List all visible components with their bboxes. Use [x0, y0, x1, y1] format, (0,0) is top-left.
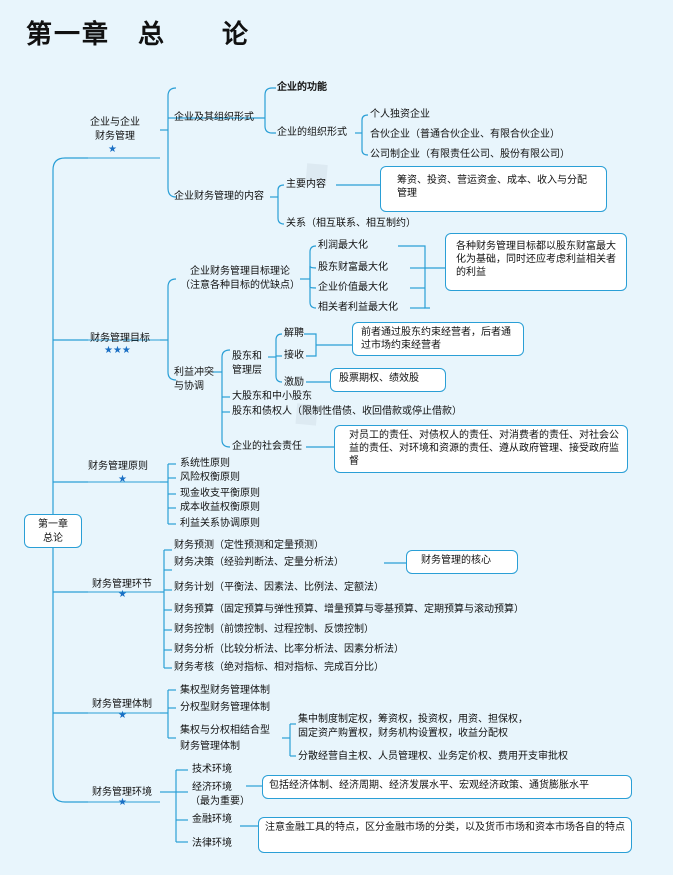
- step-item: 财务决策（经验判断法、定量分析法）: [174, 557, 344, 568]
- org-type-item: 合伙企业（普通合伙企业、有限合伙企业）: [370, 129, 560, 140]
- node-organization-type: 企业的组织形式: [277, 127, 347, 138]
- root-line-1: 第一章: [38, 519, 68, 530]
- method-item: 接收: [284, 350, 304, 361]
- method-item: 解聘: [284, 328, 304, 339]
- social-note: 对员工的责任、对债权人的责任、对消费者的责任、对社会公益的责任、对环境和资源的责…: [349, 430, 619, 467]
- system-sub-item: 固定资产购置权，财务机构设置权，收益分配权: [298, 728, 508, 739]
- step-item: 财务预算（固定预算与弹性预算、增量预算与零基预算、定期预算与滚动预算）: [174, 604, 524, 615]
- chapter-title: 第一章 总 论: [26, 20, 251, 50]
- node-creditors: 股东和债权人（限制性借债、收回借款或停止借款）: [232, 406, 462, 417]
- importance-stars: ★: [118, 589, 127, 600]
- environment-item: 金融环境: [192, 814, 232, 825]
- label-line: 利益冲突: [174, 367, 214, 378]
- node-financial-content: 企业财务管理的内容: [174, 191, 264, 202]
- method-item: 激励: [284, 377, 304, 388]
- step-item: 财务预测（定性预测和定量预测）: [174, 540, 324, 551]
- branch-steps-label: 财务管理环节: [92, 579, 152, 590]
- note-box: 筹资、投资、营运资金、成本、收入与分配管理: [380, 166, 607, 212]
- importance-stars: ★: [108, 144, 117, 155]
- principle-item: 风险权衡原则: [180, 472, 240, 483]
- node-main-content: 主要内容: [286, 179, 326, 190]
- environment-item: 法律环境: [192, 838, 232, 849]
- system-sub-item: 分散经营自主权、人员管理权、业务定价权、费用开支审批权: [298, 751, 568, 762]
- step-item: 财务分析（比较分析法、比率分析法、因素分析法）: [174, 644, 404, 655]
- conflict-note: 前者通过股东约束经营者，后者通过市场约束经营者: [361, 327, 511, 351]
- core-note: 财务管理的核心: [421, 555, 491, 566]
- environment-item: （最为重要）: [190, 796, 250, 807]
- importance-stars: ★: [118, 797, 127, 808]
- system-item: 分权型财务管理体制: [180, 702, 270, 713]
- org-type-item: 个人独资企业: [370, 109, 430, 120]
- importance-stars: ★★★: [104, 345, 131, 356]
- branch-environment-label: 财务管理环境: [92, 787, 152, 798]
- root-node: 第一章 总论: [24, 514, 82, 548]
- branch-principles-label: 财务管理原则: [88, 461, 148, 472]
- system-item: 财务管理体制: [180, 741, 240, 752]
- system-sub-item: 集中制度制定权，筹资权，投资权，用资、担保权，: [298, 714, 528, 725]
- principle-item: 现金收支平衡原则: [180, 488, 260, 499]
- main-content-note: 筹资、投资、营运资金、成本、收入与分配管理: [397, 175, 587, 199]
- objective-item: 企业价值最大化: [318, 282, 388, 293]
- branch-enterprise-label: 企业与企业 财务管理: [90, 116, 140, 144]
- system-item: 集权型财务管理体制: [180, 685, 270, 696]
- step-item: 财务控制（前馈控制、过程控制、反馈控制）: [174, 624, 374, 635]
- node-major-minor: 大股东和中小股东: [232, 391, 312, 402]
- label-line: 与协调: [174, 381, 204, 392]
- note-box: 注意金融工具的特点，区分金融市场的分类，以及货币市场和资本市场各自的特点: [258, 817, 632, 853]
- root-line-2: 总论: [43, 533, 63, 544]
- label-line: （注意各种目标的优缺点）: [180, 280, 300, 291]
- note-box: 包括经济体制、经济周期、经济发展水平、宏观经济政策、通货膨胀水平: [262, 775, 632, 799]
- principle-item: 系统性原则: [180, 458, 230, 469]
- label-line: 财务管理: [95, 131, 135, 142]
- finance-note: 注意金融工具的特点，区分金融市场的分类，以及货币市场和资本市场各自的特点: [265, 822, 625, 833]
- node-social-responsibility: 企业的社会责任: [232, 441, 302, 452]
- note-box: 各种财务管理目标都以股东财富最大化为基础，同时还应考虑利益相关者的利益: [445, 233, 627, 291]
- label-line: 股东和: [232, 351, 262, 362]
- objective-item: 相关者利益最大化: [318, 302, 398, 313]
- node-organization-forms: 企业及其组织形式: [174, 112, 254, 123]
- objective-item: 股东财富最大化: [318, 262, 388, 273]
- branch-objective-label: 财务管理目标: [90, 333, 150, 344]
- principle-item: 成本收益权衡原则: [180, 502, 260, 513]
- objective-item: 利润最大化: [318, 240, 368, 251]
- note-box: 财务管理的核心: [406, 550, 518, 574]
- incentive-note: 股票期权、绩效股: [339, 373, 419, 384]
- node-relationship: 关系（相互联系、相互制约）: [286, 218, 416, 229]
- org-type-item: 公司制企业（有限责任公司、股份有限公司）: [370, 149, 570, 160]
- economy-note: 包括经济体制、经济周期、经济发展水平、宏观经济政策、通货膨胀水平: [269, 780, 589, 791]
- step-item: 财务考核（绝对指标、相对指标、完成百分比）: [174, 662, 384, 673]
- node-enterprise-function: 企业的功能: [277, 82, 327, 93]
- importance-stars: ★: [118, 710, 127, 721]
- objective-note: 各种财务管理目标都以股东财富最大化为基础，同时还应考虑利益相关者的利益: [456, 241, 616, 278]
- node-conflict: 利益冲突 与协调: [174, 366, 214, 394]
- note-box: 对员工的责任、对债权人的责任、对消费者的责任、对社会公益的责任、对环境和资源的责…: [334, 425, 628, 473]
- system-item: 集权与分权相结合型: [180, 725, 270, 736]
- node-objective-theory: 企业财务管理目标理论 （注意各种目标的优缺点）: [180, 265, 300, 293]
- label-line: 企业财务管理目标理论: [190, 266, 290, 277]
- environment-item: 技术环境: [192, 764, 232, 775]
- importance-stars: ★: [118, 474, 127, 485]
- node-shareholder-manager: 股东和 管理层: [232, 350, 262, 378]
- label-line: 企业与企业: [90, 117, 140, 128]
- environment-item: 经济环境: [192, 782, 232, 793]
- step-item: 财务计划（平衡法、因素法、比例法、定额法）: [174, 582, 384, 593]
- branch-system-label: 财务管理体制: [92, 699, 152, 710]
- note-box: 股票期权、绩效股: [330, 368, 446, 392]
- label-line: 管理层: [232, 365, 262, 376]
- note-box: 前者通过股东约束经营者，后者通过市场约束经营者: [352, 322, 524, 356]
- principle-item: 利益关系协调原则: [180, 518, 260, 529]
